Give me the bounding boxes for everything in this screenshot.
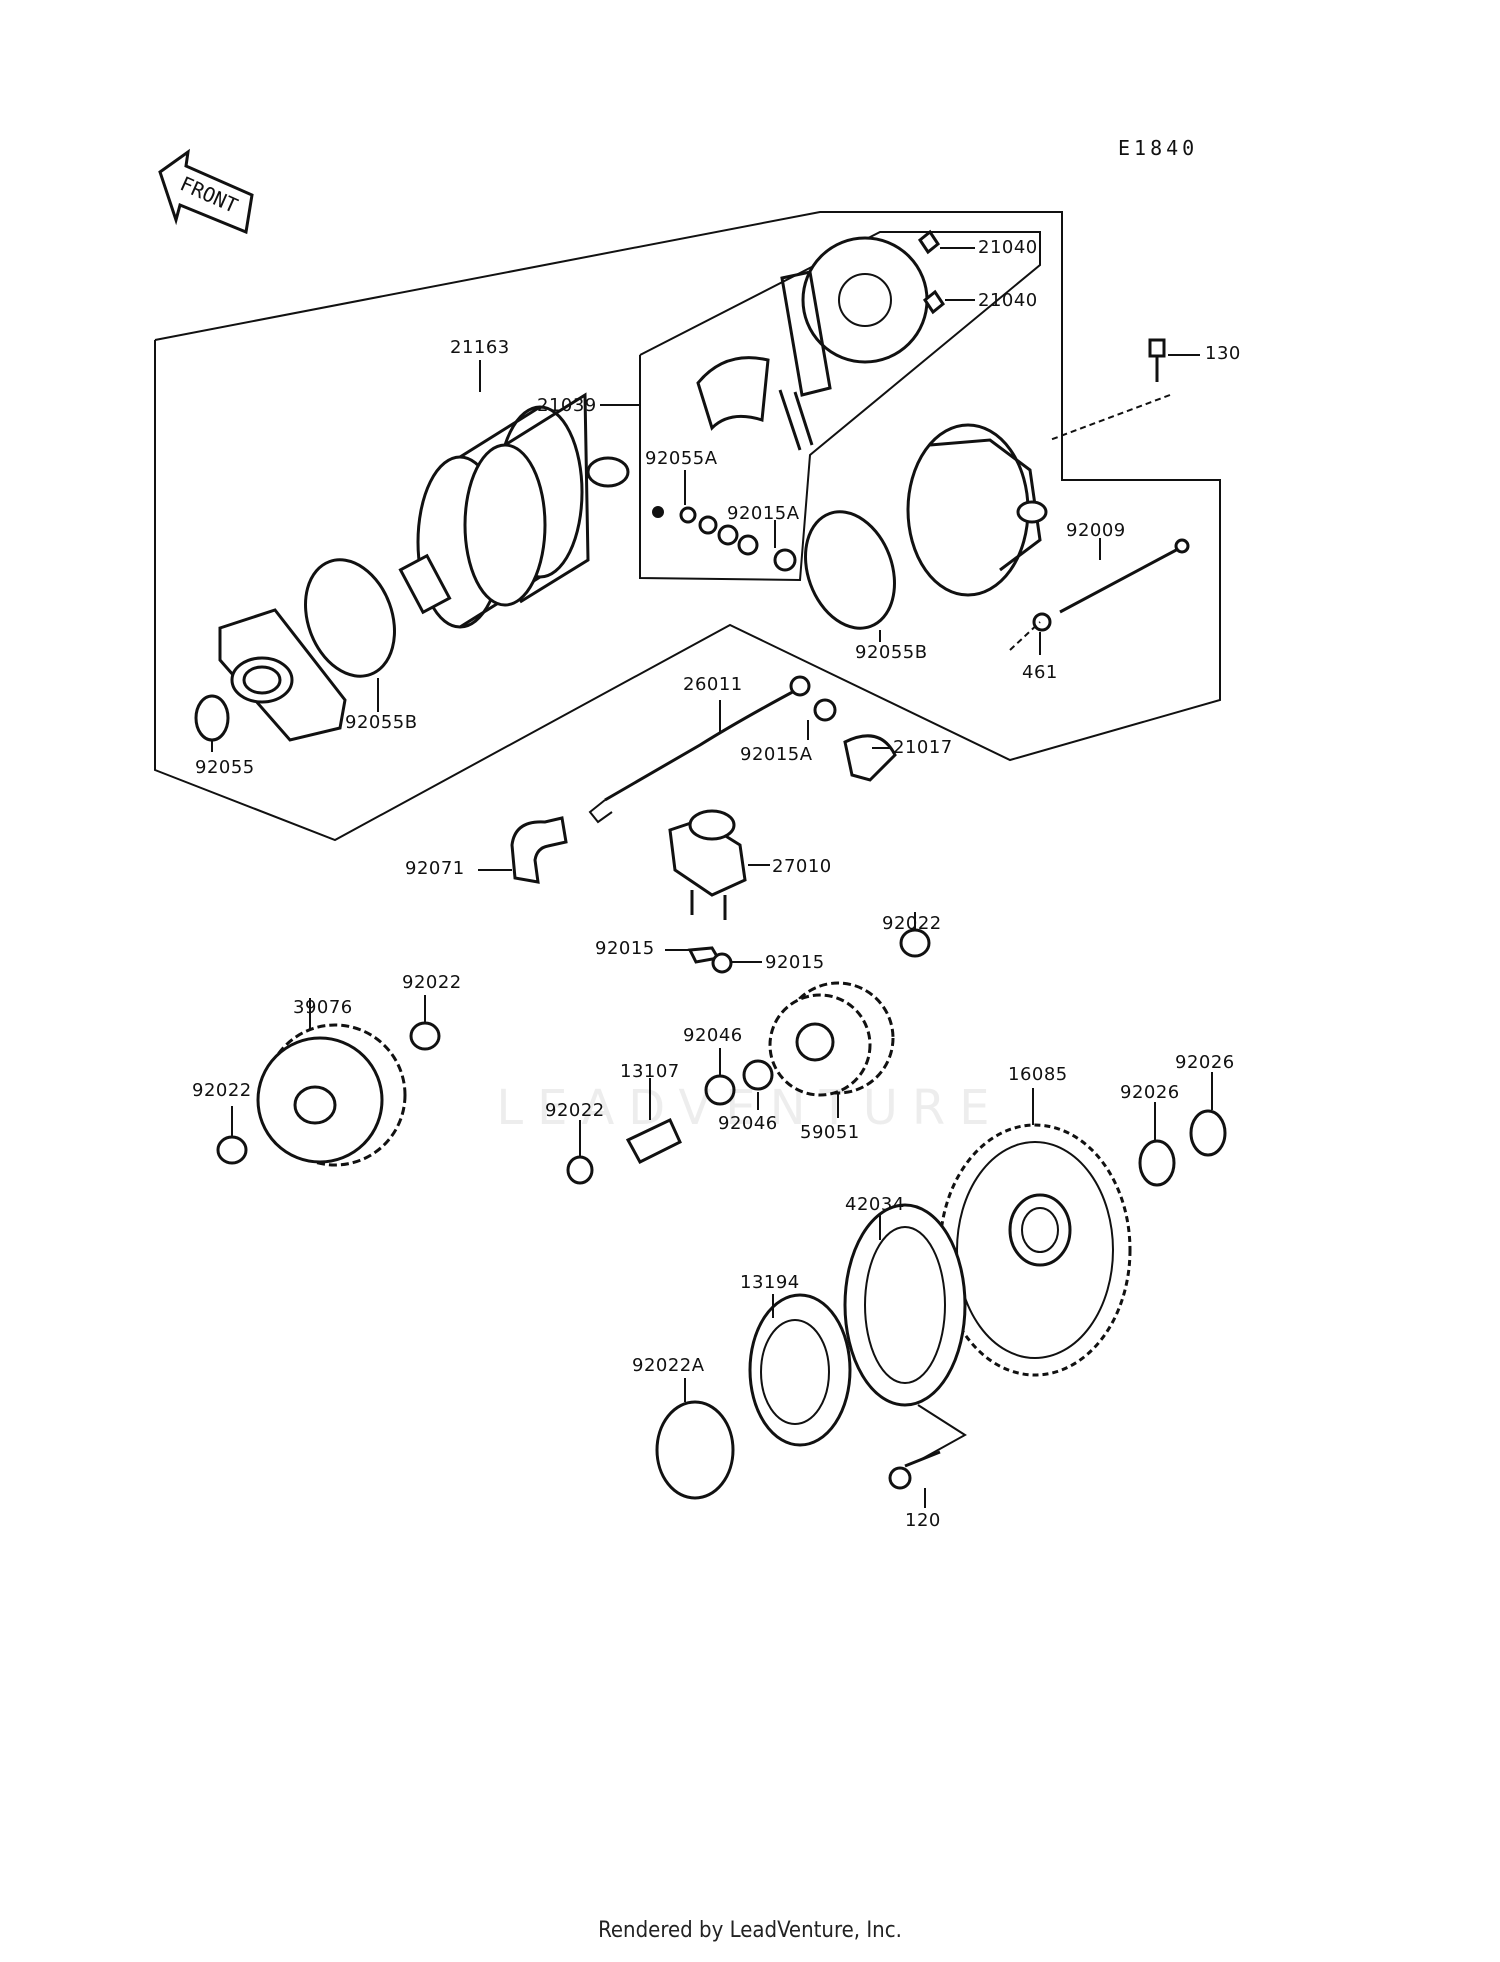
part-label-21163: 21163 <box>450 337 510 358</box>
rear-cover <box>906 423 1048 597</box>
holder-42034 <box>843 1203 967 1407</box>
nut-92015a-bottom <box>813 698 837 722</box>
part-label-92022a: 92022A <box>632 1355 705 1376</box>
sprocket-16085 <box>938 1123 1132 1377</box>
part-label-92022-top: 92022 <box>402 972 462 993</box>
bolt-92009-dashed <box>1009 621 1041 651</box>
part-label-13194: 13194 <box>740 1272 800 1293</box>
part-label-39076: 39076 <box>293 997 353 1018</box>
part-label-21040-a: 21040 <box>978 237 1038 258</box>
boot-21017 <box>843 734 897 782</box>
part-label-16085: 16085 <box>1008 1064 1068 1085</box>
part-label-92046-a: 92046 <box>683 1025 743 1046</box>
watermark: LEADVENTURE <box>496 1080 1004 1136</box>
part-label-92055b-right: 92055B <box>855 642 928 663</box>
bearing-92046-b <box>742 1059 774 1091</box>
part-label-130: 130 <box>1205 343 1241 364</box>
bolt-130-dashed <box>1049 394 1171 441</box>
part-label-92055: 92055 <box>195 757 255 778</box>
starter-motor-outline <box>154 211 1221 842</box>
bolt-130 <box>1148 338 1166 382</box>
o-ring-92055b-right <box>804 510 896 630</box>
gear-59051 <box>768 981 895 1097</box>
part-label-13107: 13107 <box>620 1061 680 1082</box>
through-bolt-92009 <box>1032 538 1190 632</box>
part-label-92015-a: 92015 <box>595 938 655 959</box>
part-label-92022-right: 92022 <box>882 913 942 934</box>
part-label-92015-b: 92015 <box>765 952 825 973</box>
brush-set-outline <box>639 231 1041 582</box>
part-label-461: 461 <box>1022 662 1058 683</box>
part-label-21017: 21017 <box>893 737 953 758</box>
relay-27010 <box>668 809 747 920</box>
front-arrow-label: FRONT <box>177 171 242 217</box>
part-label-92022-left: 92022 <box>192 1080 252 1101</box>
part-label-92022-mid: 92022 <box>545 1100 605 1121</box>
part-label-92026-a: 92026 <box>1120 1082 1180 1103</box>
washer-92022-mid <box>566 1155 594 1185</box>
bolt-120-bracket <box>917 1404 967 1461</box>
part-label-26011: 26011 <box>683 674 743 695</box>
front-arrow-icon: FRONT <box>158 148 254 235</box>
clutch-13194 <box>748 1293 852 1447</box>
diagram-code: E1840 <box>1118 136 1199 160</box>
part-label-92026-b: 92026 <box>1175 1052 1235 1073</box>
washer-92022-top <box>409 1021 441 1051</box>
part-label-92009: 92009 <box>1066 520 1126 541</box>
front-cover <box>218 608 347 742</box>
bolt-120 <box>888 1450 941 1490</box>
part-label-92055a: 92055A <box>645 448 718 469</box>
footer-credit: Rendered by LeadVenture, Inc. <box>598 1918 902 1943</box>
part-label-92015a-top: 92015A <box>727 503 800 524</box>
washer-92022a <box>655 1400 735 1500</box>
gear-39076 <box>256 1023 407 1167</box>
starter-motor-body <box>398 392 630 629</box>
part-label-92071: 92071 <box>405 858 465 879</box>
part-label-120: 120 <box>905 1510 941 1531</box>
leader-lines <box>211 247 1213 1508</box>
part-label-21040-b: 21040 <box>978 290 1038 311</box>
washer-92026-a <box>1138 1139 1176 1187</box>
part-label-27010: 27010 <box>772 856 832 877</box>
nut-92015-right <box>711 952 733 974</box>
part-label-92046-b: 92046 <box>718 1113 778 1134</box>
part-label-92015a-bottom: 92015A <box>740 744 813 765</box>
part-label-42034: 42034 <box>845 1194 905 1215</box>
washer-92026-b <box>1189 1109 1227 1157</box>
starter-cable <box>588 675 811 824</box>
shaft-13107 <box>625 1117 682 1164</box>
washer-92022-left <box>216 1135 248 1165</box>
part-label-92055b-left: 92055B <box>345 712 418 733</box>
part-label-21039: 21039 <box>537 395 597 416</box>
hose-92071 <box>510 816 568 884</box>
brush-holder <box>652 229 946 572</box>
o-ring-92055b-left <box>304 558 396 678</box>
o-ring-92055 <box>194 694 230 742</box>
part-label-59051: 59051 <box>800 1122 860 1143</box>
